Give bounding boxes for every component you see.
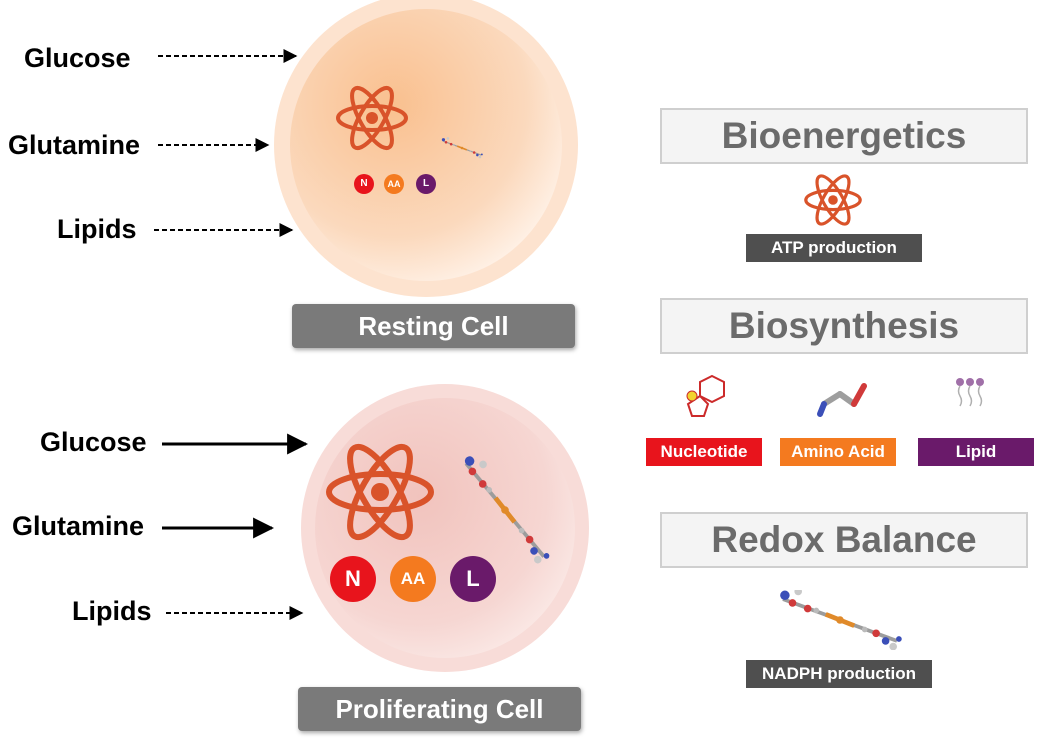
proliferating-nucleotide-badge: N (330, 556, 376, 602)
proliferating-cell-label: Proliferating Cell (298, 687, 581, 731)
nadph-molecule-icon (770, 590, 910, 650)
proliferating-amino-acid-badge: AA (390, 556, 436, 602)
nadph-production-label: NADPH production (746, 660, 932, 688)
resting-glucose-label: Glucose (24, 43, 131, 73)
amino-acid-label: Amino Acid (780, 438, 896, 466)
proliferating-lipids-label: Lipids (72, 596, 152, 626)
proliferating-lipid-badge: L (450, 556, 496, 602)
resting-cell-body (290, 9, 562, 281)
bioenergetics-title: Bioenergetics (660, 108, 1028, 164)
nucleotide-label: Nucleotide (646, 438, 762, 466)
bioenergetics-atom-icon (804, 170, 862, 230)
resting-cell-label: Resting Cell (292, 304, 575, 348)
resting-nucleotide-badge: N (354, 174, 374, 194)
proliferating-cell-body (315, 398, 575, 658)
redox-balance-title: Redox Balance (660, 512, 1028, 568)
biosynthesis-title: Biosynthesis (660, 298, 1028, 354)
proliferating-glucose-label: Glucose (40, 427, 147, 457)
proliferating-cell-diagram (162, 384, 589, 672)
nucleotide-icon (686, 374, 725, 417)
resting-lipids-label: Lipids (57, 214, 137, 244)
resting-glutamine-label: Glutamine (8, 130, 141, 160)
lipid-icon (956, 378, 984, 407)
proliferating-glutamine-label: Glutamine (12, 511, 145, 541)
lipid-label: Lipid (918, 438, 1034, 466)
resting-amino-acid-badge: AA (384, 174, 404, 194)
amino-acid-icon (817, 383, 867, 417)
resting-cell-diagram (154, 0, 578, 297)
atp-production-label: ATP production (746, 234, 922, 262)
resting-lipid-badge: L (416, 174, 436, 194)
